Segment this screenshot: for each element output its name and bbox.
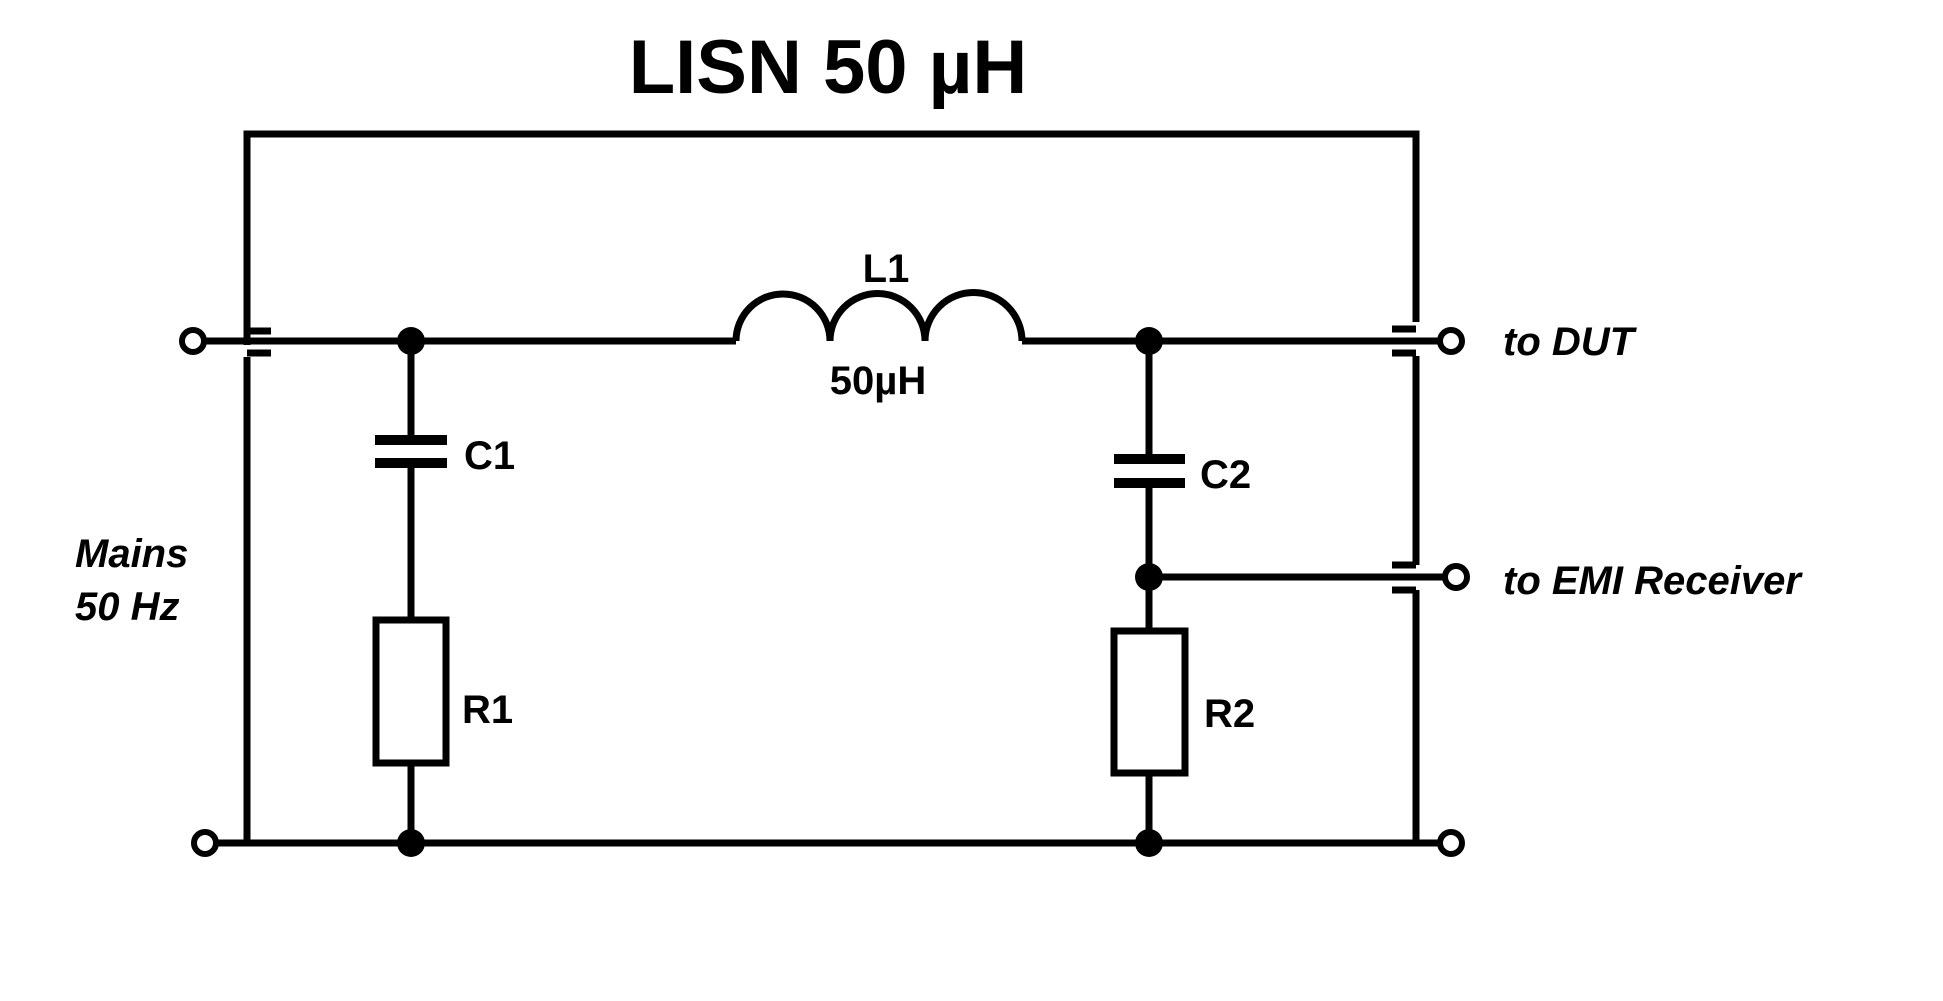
junction-node-right-bottom [1135, 829, 1163, 857]
c1-label: C1 [464, 434, 515, 478]
inductor-l1 [732, 289, 1026, 342]
c1-plate-bottom [375, 458, 447, 468]
r1-label: R1 [462, 688, 513, 732]
resistor-r2 [1110, 627, 1189, 777]
junction-node-left-bottom [397, 829, 425, 857]
junction-node-left-top [397, 327, 425, 355]
c2-label: C2 [1200, 453, 1251, 497]
dut-label: to DUT [1503, 320, 1638, 364]
junction-node-emi [1135, 563, 1163, 591]
l1-value: 50µH [830, 359, 926, 403]
terminal-mains-neutral [191, 829, 219, 857]
c2-plate-bottom [1114, 478, 1185, 488]
r2-label: R2 [1204, 692, 1255, 736]
enclosure-top-wire [243, 130, 1420, 345]
c2-plate-top [1114, 454, 1185, 464]
terminal-emi-receiver [1442, 563, 1470, 591]
c1-plate-top [375, 435, 447, 445]
mains-label-line1: Mains [75, 532, 188, 576]
resistor-r1 [372, 616, 450, 767]
terminal-mains-line [179, 327, 207, 355]
terminal-dut-return [1437, 829, 1465, 857]
mains-label-line2: 50 Hz [75, 585, 180, 629]
diagram-title: LISN 50 µH [629, 25, 1028, 110]
junction-node-right-top [1135, 327, 1163, 355]
l1-label: L1 [863, 247, 910, 291]
emi-receiver-label: to EMI Receiver [1503, 559, 1803, 603]
terminal-dut [1437, 327, 1465, 355]
